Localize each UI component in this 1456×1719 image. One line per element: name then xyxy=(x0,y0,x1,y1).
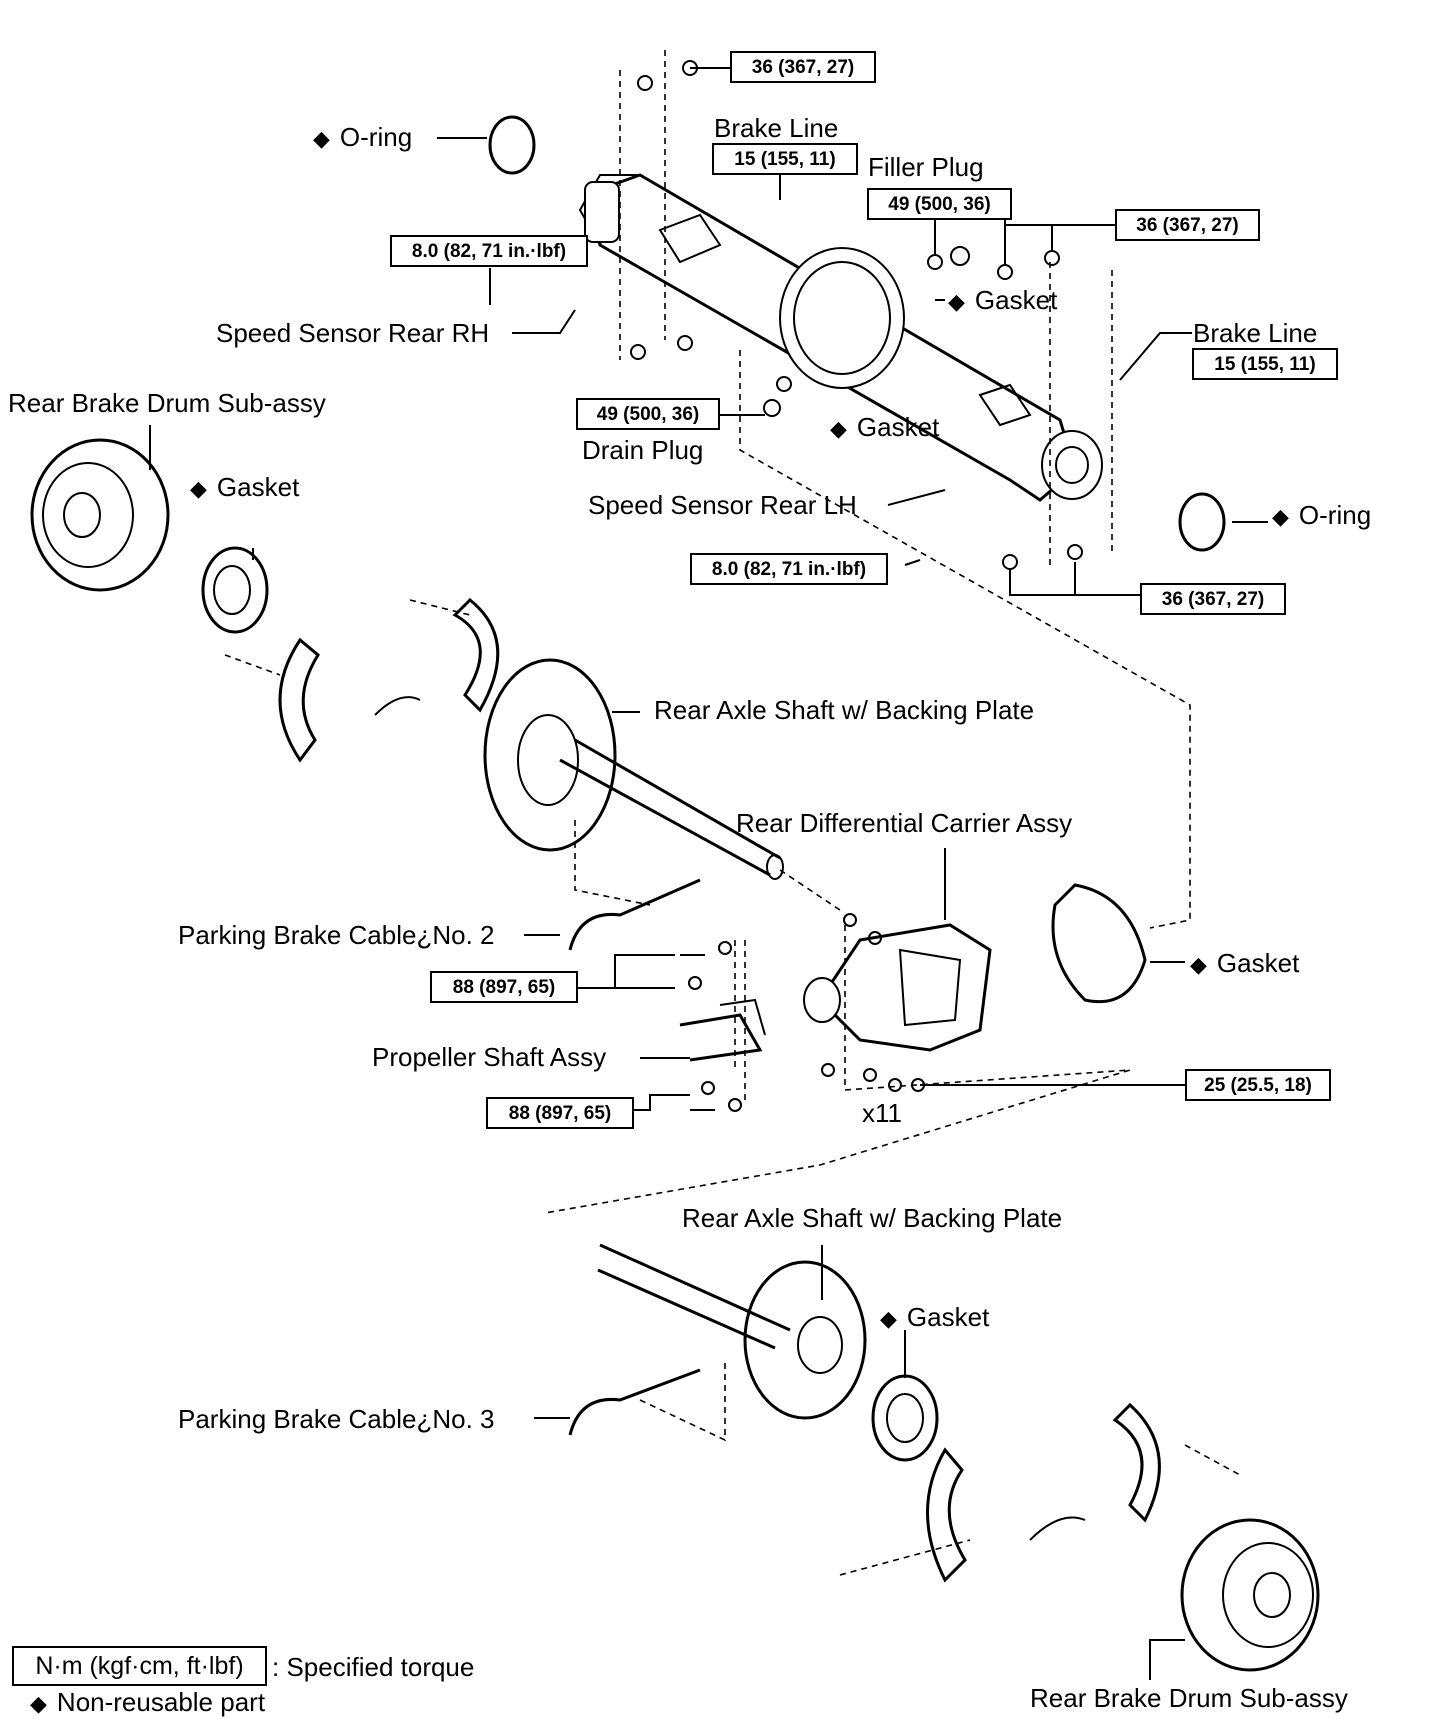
propeller-bolts xyxy=(650,941,742,1112)
brake-shoes-lower xyxy=(839,1402,1241,1583)
label-o-ring-right: O-ring xyxy=(1272,500,1371,532)
rear-differential-carrier xyxy=(803,923,992,1052)
torque-box-7: 49 (500, 36) xyxy=(576,398,720,430)
torque-box-3: 49 (500, 36) xyxy=(867,188,1012,220)
brake-shoes-left xyxy=(224,597,500,763)
propeller-shaft xyxy=(679,998,766,1062)
label-rear-brake-drum-bottom: Rear Brake Drum Sub-assy xyxy=(1030,1683,1348,1713)
rear-brake-drum-lower xyxy=(1180,1518,1320,1672)
torque-box-6: 15 (155, 11) xyxy=(1192,348,1338,380)
torque-box-9: 36 (367, 27) xyxy=(1140,583,1286,615)
gasket-carrier-shape xyxy=(1051,883,1147,1004)
carrier-nuts xyxy=(821,913,925,1092)
rear-brake-drum-left xyxy=(30,438,170,592)
label-gasket-left: Gasket xyxy=(190,472,299,504)
label-propeller-shaft: Propeller Shaft Assy xyxy=(372,1042,607,1072)
torque-box-11: 25 (25.5, 18) xyxy=(1185,1069,1331,1101)
label-brake-line-top: Brake Line xyxy=(714,113,839,143)
rear-axle-shaft-lower xyxy=(597,1243,867,1420)
torque-box-10: 88 (897, 65) xyxy=(430,971,578,1003)
label-o-ring-top: O-ring xyxy=(313,122,412,154)
torque-box-2: 15 (155, 11) xyxy=(712,143,858,175)
label-rear-axle-shaft-top: Rear Axle Shaft w/ Backing Plate xyxy=(654,695,1035,725)
torque-box-8: 8.0 (82, 71 in.·lbf) xyxy=(690,553,888,585)
label-parking-brake-2: Parking Brake Cable¿No. 2 xyxy=(178,920,495,950)
torque-box-12: 88 (897, 65) xyxy=(486,1097,634,1129)
label-rear-brake-drum-top: Rear Brake Drum Sub-assy xyxy=(8,388,326,418)
label-brake-line-right: Brake Line xyxy=(1193,318,1318,348)
label-x11: x11 xyxy=(862,1098,902,1128)
torque-box-1: 36 (367, 27) xyxy=(730,51,876,83)
legend-torque-desc: : Specified torque xyxy=(272,1652,475,1682)
axle-housing xyxy=(578,173,1103,502)
o-ring-right xyxy=(1178,492,1226,552)
torque-box-5: 8.0 (82, 71 in.·lbf) xyxy=(390,235,588,267)
label-speed-sensor-lh: Speed Sensor Rear LH xyxy=(588,490,857,520)
legend-non-reusable: Non-reusable part xyxy=(30,1687,265,1719)
label-parking-brake-3: Parking Brake Cable¿No. 3 xyxy=(178,1404,495,1434)
label-gasket-carrier: Gasket xyxy=(1190,948,1299,980)
o-ring-top xyxy=(488,115,536,175)
label-drain-plug: Drain Plug xyxy=(582,435,704,465)
legend-torque-unit: N·m (kgf·cm, ft·lbf) xyxy=(12,1646,267,1686)
label-speed-sensor-rh: Speed Sensor Rear RH xyxy=(216,318,490,348)
parking-brake-cable-3 xyxy=(568,1368,701,1436)
label-rear-diff-carrier: Rear Differential Carrier Assy xyxy=(736,808,1073,838)
label-filler-plug: Filler Plug xyxy=(868,152,984,182)
torque-box-4: 36 (367, 27) xyxy=(1115,209,1260,241)
label-gasket-drain: Gasket xyxy=(830,412,939,444)
label-gasket-bottom: Gasket xyxy=(880,1302,989,1334)
rear-axle-shaft-upper xyxy=(483,658,784,880)
gasket-left xyxy=(201,546,269,634)
parking-brake-cable-2 xyxy=(568,878,701,951)
leader-lines xyxy=(149,67,1268,1680)
label-gasket-filler: Gasket xyxy=(948,285,1057,317)
label-rear-axle-shaft-bottom: Rear Axle Shaft w/ Backing Plate xyxy=(682,1203,1063,1233)
gasket-lower-shape xyxy=(871,1374,939,1462)
